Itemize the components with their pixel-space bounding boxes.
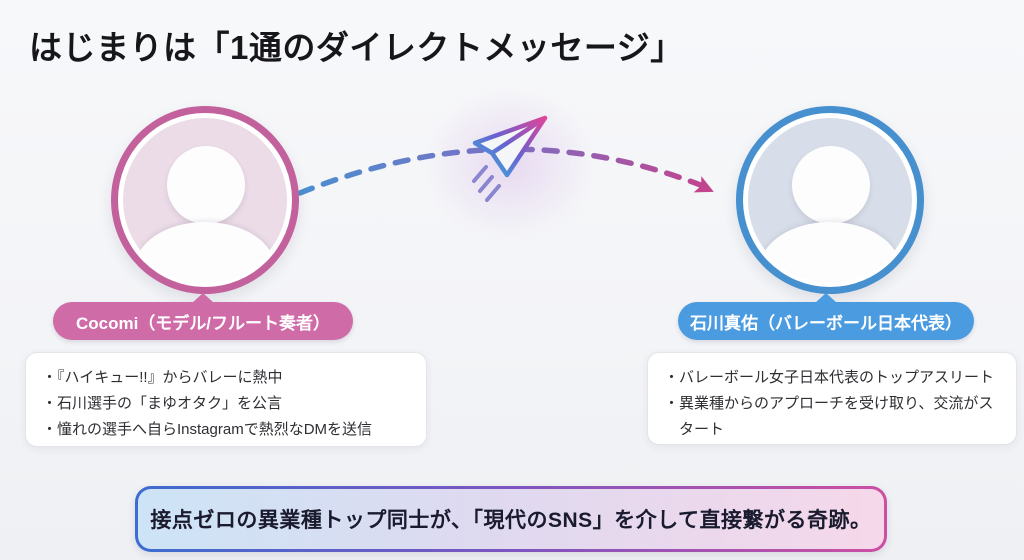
arrowhead bbox=[693, 176, 714, 193]
sender-name-label: Cocomi（モデル/フルート奏者） bbox=[75, 313, 331, 333]
receiver-info-card: ・バレーボール女子日本代表のトップアスリート ・異業種からのアプローチを受け取り… bbox=[647, 352, 1017, 445]
person-silhouette-icon bbox=[748, 118, 912, 282]
badge-pointer bbox=[815, 293, 837, 303]
list-item: ・憧れの選手へ自らInstagramで熱烈なDMを送信 bbox=[42, 420, 373, 438]
receiver-name-label: 石川真佑（バレーボール日本代表） bbox=[690, 313, 962, 333]
badge-pointer bbox=[192, 293, 214, 303]
list-item: ・石川選手の「まゆオタク」を公言 bbox=[42, 394, 283, 412]
sender-bullet-list: ・『ハイキュー!!』からバレーに熱中 ・石川選手の「まゆオタク」を公言 ・憧れの… bbox=[42, 365, 410, 442]
list-item: ・異業種からのアプローチを受け取り、交流がスタート bbox=[664, 394, 994, 438]
receiver-bullet-list: ・バレーボール女子日本代表のトップアスリート ・異業種からのアプローチを受け取り… bbox=[664, 365, 1000, 442]
receiver-avatar bbox=[736, 106, 924, 294]
sender-avatar bbox=[111, 106, 299, 294]
plane-outline bbox=[472, 115, 548, 178]
sender-info-card: ・『ハイキュー!!』からバレーに熱中 ・石川選手の「まゆオタク」を公言 ・憧れの… bbox=[25, 352, 427, 447]
person-shoulders bbox=[135, 222, 275, 282]
key-message-banner: 接点ゼロの異業種トップ同士が、「現代のSNS」を介して直接繋がる奇跡。 bbox=[135, 486, 887, 552]
page-title: はじまりは「1通のダイレクトメッセージ」 bbox=[29, 29, 684, 66]
person-head bbox=[792, 146, 870, 224]
list-item: ・『ハイキュー!!』からバレーに熱中 bbox=[42, 369, 283, 386]
paper-plane-icon bbox=[472, 115, 548, 202]
receiver-name-badge: 石川真佑（バレーボール日本代表） bbox=[678, 293, 974, 340]
person-shoulders bbox=[760, 222, 900, 282]
list-item: ・バレーボール女子日本代表のトップアスリート bbox=[664, 369, 995, 386]
sender-name-badge: Cocomi（モデル/フルート奏者） bbox=[53, 293, 353, 340]
speed-lines-icon bbox=[472, 165, 501, 202]
key-message-text: 接点ゼロの異業種トップ同士が、「現代のSNS」を介して直接繋がる奇跡。 bbox=[138, 489, 884, 549]
person-silhouette-icon bbox=[123, 118, 287, 282]
person-head bbox=[167, 146, 245, 224]
